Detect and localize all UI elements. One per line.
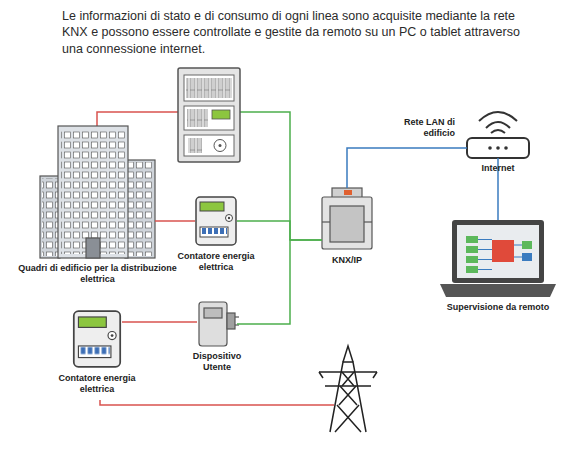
laptop-part — [440, 284, 556, 297]
power-pylon — [319, 346, 377, 432]
wiring-part — [97, 112, 178, 126]
distribution-panel-part — [187, 109, 208, 127]
laptop-part — [466, 256, 478, 263]
edge-label: Rete LAN di edificio — [398, 117, 456, 139]
energy-meter-part — [196, 197, 236, 245]
node-caption: Contatore energia elettrica — [51, 373, 143, 395]
knx-ip-module-part — [344, 190, 352, 195]
heading-text: Le informazioni di stato e di consumo di… — [62, 8, 522, 57]
user-device-part — [204, 308, 222, 318]
node-label: Contatore energia elettrica — [51, 373, 143, 395]
node-caption: KNX/IP — [312, 255, 382, 266]
laptop-part — [478, 240, 522, 270]
laptop-part — [492, 240, 514, 262]
building-part — [58, 126, 128, 258]
icon-node: Quadri di edificio per la distribuzione … — [40, 126, 155, 258]
router-part — [479, 112, 517, 121]
icon-node: Internet — [467, 106, 529, 158]
router-part — [467, 138, 529, 158]
power-pylon-part — [319, 372, 377, 378]
knx-ip-module — [322, 188, 372, 249]
building-part — [61, 130, 125, 254]
connector-line — [237, 221, 322, 240]
distribution-panel-part — [188, 138, 202, 153]
node-label: Internet — [458, 163, 538, 174]
node-label: Quadri di edificio per la distribuzione … — [13, 263, 183, 285]
icon-node: Supervisione da remoto — [440, 220, 556, 297]
icon-node: Dispositivo Utente — [197, 302, 237, 346]
node-label: Contatore energia elettrica — [170, 251, 262, 273]
router-part — [486, 122, 510, 128]
node-caption: Internet — [458, 163, 538, 174]
user-device-part — [199, 302, 227, 346]
node-label: Supervisione da remoto — [433, 302, 563, 313]
building-part — [127, 162, 154, 256]
node-label: KNX/IP — [312, 255, 382, 266]
distribution-panel-part — [212, 110, 230, 119]
connector-line — [122, 321, 197, 323]
router — [467, 112, 529, 158]
router-part — [504, 146, 508, 150]
building-part — [125, 160, 155, 258]
user-device — [199, 302, 239, 346]
laptop-part — [466, 236, 478, 243]
building-part — [40, 176, 60, 258]
laptop-part — [466, 246, 478, 253]
energy-meter-part — [74, 311, 120, 367]
connector-line — [347, 148, 467, 188]
laptop-part — [466, 266, 478, 273]
node-caption: Dispositivo Utente — [179, 351, 255, 373]
distribution-panel — [178, 68, 240, 162]
laptop — [440, 220, 556, 297]
router-part — [496, 146, 500, 150]
node-caption: Supervisione da remoto — [433, 302, 563, 313]
laptop-part — [522, 241, 532, 249]
distribution-panel-part — [184, 75, 234, 101]
distribution-panel-part — [178, 68, 240, 162]
laptop-part — [452, 220, 544, 283]
building-part — [86, 238, 100, 258]
wiring-part — [100, 400, 334, 405]
distribution-panel-part — [186, 78, 232, 98]
building — [40, 126, 155, 258]
power-pylon-part — [335, 372, 361, 432]
laptop-part — [457, 225, 539, 278]
knx-ip-module-part — [322, 197, 372, 249]
router-part — [491, 130, 505, 133]
user-device-part — [227, 313, 235, 329]
connector-line — [155, 220, 195, 222]
user-device-part — [235, 316, 239, 317]
distribution-panel-part — [219, 144, 222, 147]
icon-node: KNX/IP — [322, 188, 372, 250]
knx-ip-module-part — [322, 221, 330, 222]
distribution-panel-part — [214, 140, 226, 152]
knx-ip-module-part — [330, 206, 364, 242]
node-caption: Quadri di edificio per la distribuzione … — [13, 263, 183, 285]
icon-node: Contatore energia elettrica — [72, 310, 122, 368]
router-part — [488, 146, 492, 150]
power-pylon-part — [343, 346, 353, 362]
laptop-part — [522, 253, 532, 261]
distribution-panel-part — [184, 106, 234, 130]
icon-node: Contatore energia elettrica — [195, 196, 237, 246]
node-caption: Contatore energia elettrica — [170, 251, 262, 273]
node-label: Dispositivo Utente — [179, 351, 255, 373]
knx-ip-module-part — [364, 221, 372, 222]
building-part — [42, 178, 60, 256]
wiring — [97, 112, 334, 405]
distribution-panel-part — [184, 135, 234, 156]
